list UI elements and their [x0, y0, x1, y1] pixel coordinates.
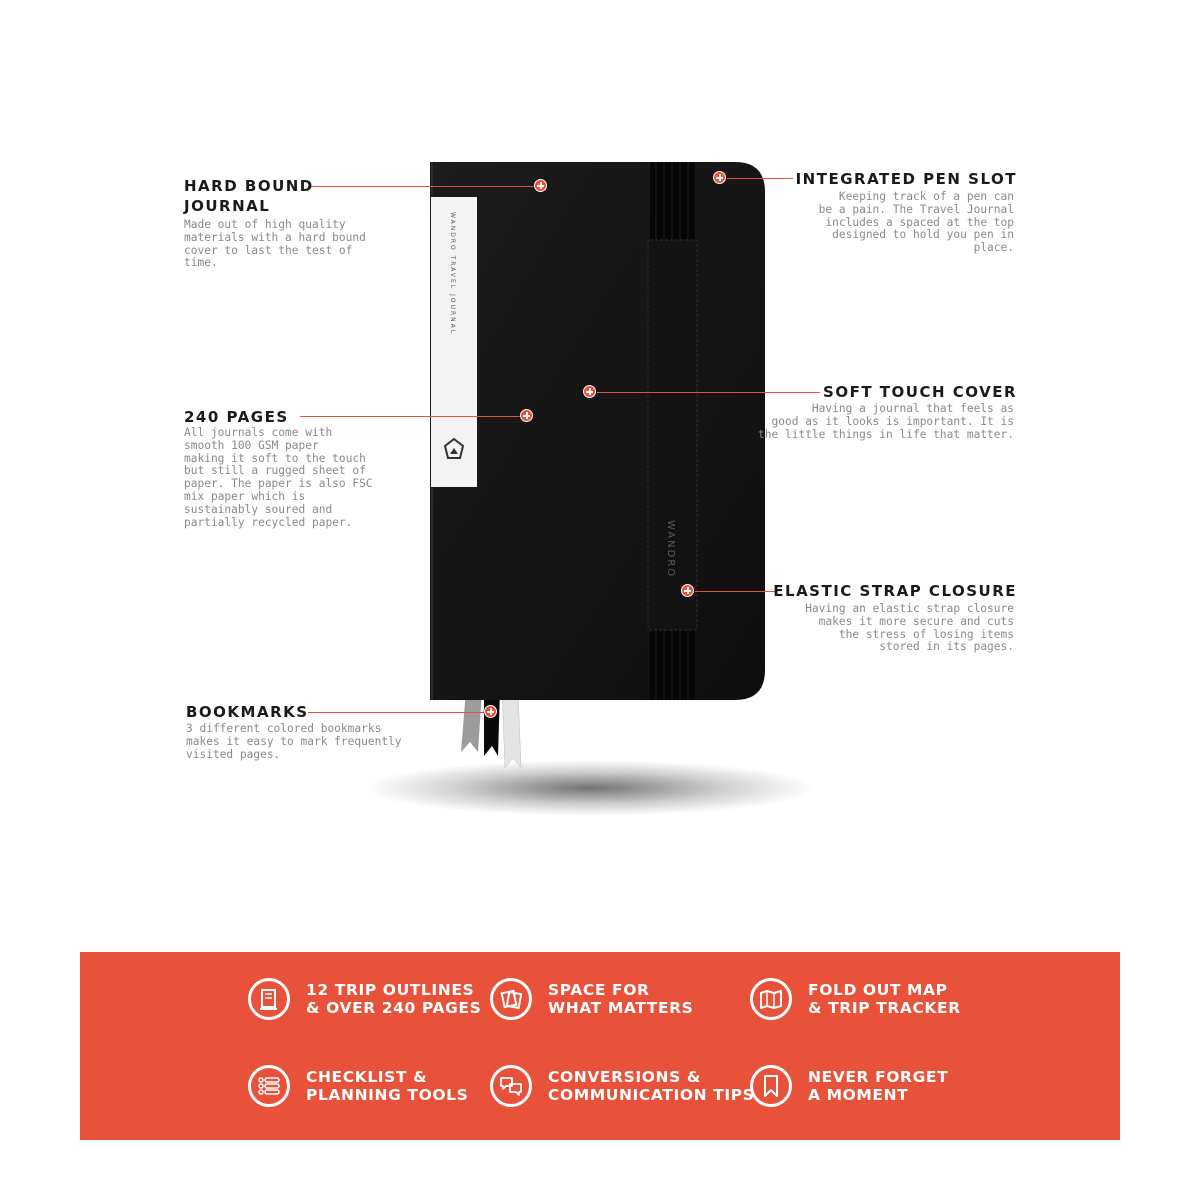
desc-line: but still a rugged sheet of	[184, 464, 366, 478]
desc-line: Made out of high quality	[184, 218, 346, 231]
desc-line: be a pain. The Travel Journal	[818, 202, 1014, 216]
wandro-logo-icon	[443, 437, 465, 459]
feature-label: NEVER FORGET A MOMENT	[808, 1068, 948, 1104]
features-banner: 12 TRIP OUTLINES & OVER 240 PAGES SPACE …	[80, 952, 1120, 1140]
pages-description: All journals come with smooth 100 GSM pa…	[184, 426, 373, 529]
elastic-hotspot-icon[interactable]	[681, 584, 694, 597]
hard-bound-title-line1: HARD BOUND	[184, 177, 314, 195]
photos-icon	[490, 978, 532, 1020]
feature-label-line1: 12 TRIP OUTLINES	[306, 981, 475, 999]
desc-line: All journals come with	[184, 426, 333, 439]
feature-map: FOLD OUT MAP & TRIP TRACKER	[750, 978, 961, 1020]
hard-bound-title-line2: JOURNAL	[184, 197, 271, 215]
folded-map-icon	[750, 978, 792, 1020]
feature-label-line2: & OVER 240 PAGES	[306, 999, 482, 1017]
notebook-stack-icon	[248, 978, 290, 1020]
desc-line: partially recycled paper.	[184, 515, 353, 529]
feature-label: 12 TRIP OUTLINES & OVER 240 PAGES	[306, 981, 481, 1017]
bookmarks-title: BOOKMARKS	[186, 703, 309, 721]
feature-label-line2: A MOMENT	[808, 1086, 909, 1104]
desc-line: stored in its pages.	[879, 640, 1014, 654]
journal-cover	[430, 162, 765, 700]
feature-checklist: CHECKLIST & PLANNING TOOLS	[248, 1065, 468, 1107]
bookmarks-description: 3 different colored bookmarks makes it e…	[186, 722, 402, 761]
elastic-leader	[695, 591, 775, 592]
feature-label: CHECKLIST & PLANNING TOOLS	[306, 1068, 468, 1104]
feature-label-line2: COMMUNICATION TIPS	[548, 1086, 755, 1104]
feature-label-line2: & TRIP TRACKER	[808, 999, 961, 1017]
feature-space: SPACE FOR WHAT MATTERS	[490, 978, 693, 1020]
elastic-description: Having an elastic strap closure makes it…	[805, 602, 1014, 654]
feature-label-line2: WHAT MATTERS	[548, 999, 694, 1017]
desc-line: the stress of losing items	[838, 627, 1014, 641]
desc-line: visited pages.	[186, 747, 281, 761]
spine-label-text: WANDRO TRAVEL JOURNAL	[449, 212, 456, 335]
feature-label-line1: CHECKLIST &	[306, 1068, 428, 1086]
desc-line: paper. The paper is also FSC	[184, 477, 373, 491]
desc-line: Keeping track of a pen can	[838, 190, 1014, 203]
feature-label: SPACE FOR WHAT MATTERS	[548, 981, 693, 1017]
desc-line: time.	[184, 256, 218, 270]
desc-line: designed to hold you pen in	[832, 228, 1014, 242]
feature-label: FOLD OUT MAP & TRIP TRACKER	[808, 981, 961, 1017]
feature-label-line1: FOLD OUT MAP	[808, 981, 948, 999]
strap-brand-text: WANDRO	[665, 520, 676, 578]
desc-line: the little things in life that matter.	[758, 427, 1014, 441]
desc-line: includes a spaced at the top	[825, 215, 1014, 229]
soft-touch-title: SOFT TOUCH COVER	[823, 383, 1017, 401]
feature-label-line1: CONVERSIONS &	[548, 1068, 701, 1086]
soft-touch-description: Having a journal that feels as good as i…	[758, 402, 1014, 441]
checklist-icon	[248, 1065, 290, 1107]
pages-leader	[300, 416, 520, 417]
soft-touch-hotspot-icon[interactable]	[583, 385, 596, 398]
desc-line: place.	[973, 241, 1014, 255]
speech-bubbles-icon	[490, 1065, 532, 1107]
desc-line: 3 different colored bookmarks	[186, 722, 382, 735]
pages-hotspot-icon[interactable]	[520, 409, 533, 422]
desc-line: smooth 100 GSM paper	[184, 438, 319, 452]
pen-slot-leader	[727, 178, 793, 179]
desc-line: good as it looks is important. It is	[771, 414, 1014, 428]
journal-shadow	[365, 760, 815, 816]
feature-label-line1: NEVER FORGET	[808, 1068, 949, 1086]
feature-never-forget: NEVER FORGET A MOMENT	[750, 1065, 948, 1107]
desc-line: materials with a hard bound	[184, 230, 366, 244]
hard-bound-leader	[308, 186, 534, 187]
feature-trip-outlines: 12 TRIP OUTLINES & OVER 240 PAGES	[248, 978, 481, 1020]
desc-line: Having a journal that feels as	[811, 402, 1014, 415]
bookmark-icon	[750, 1065, 792, 1107]
hard-bound-title: HARD BOUND JOURNAL	[184, 176, 314, 216]
bookmarks-leader	[308, 712, 484, 713]
pen-slot-hotspot-icon[interactable]	[713, 171, 726, 184]
travel-journal-illustration: WANDRO TRAVEL JOURNAL WANDRO	[365, 162, 815, 816]
desc-line: makes it more secure and cuts	[818, 614, 1014, 628]
feature-label-line1: SPACE FOR	[548, 981, 650, 999]
feature-conversions: CONVERSIONS & COMMUNICATION TIPS	[490, 1065, 754, 1107]
desc-line: making it soft to the touch	[184, 451, 366, 465]
bookmarks-hotspot-icon[interactable]	[484, 705, 497, 718]
bookmark-ribbons	[461, 689, 522, 769]
hard-bound-description: Made out of high quality materials with …	[184, 218, 366, 270]
hard-bound-hotspot-icon[interactable]	[534, 179, 547, 192]
desc-line: cover to last the test of	[184, 243, 353, 257]
desc-line: mix paper which is	[184, 489, 306, 503]
desc-line: makes it easy to mark frequently	[186, 734, 402, 748]
feature-label-line2: PLANNING TOOLS	[306, 1086, 469, 1104]
pen-slot-title: INTEGRATED PEN SLOT	[795, 170, 1017, 188]
elastic-title: ELASTIC STRAP CLOSURE	[773, 582, 1017, 600]
soft-touch-leader	[597, 392, 820, 393]
desc-line: Having an elastic strap closure	[805, 602, 1014, 615]
pen-slot-description: Keeping track of a pen can be a pain. Th…	[818, 190, 1014, 255]
pen-loop	[647, 239, 698, 631]
pages-title: 240 PAGES	[184, 408, 289, 426]
feature-label: CONVERSIONS & COMMUNICATION TIPS	[548, 1068, 754, 1104]
desc-line: sustainably soured and	[184, 502, 333, 516]
